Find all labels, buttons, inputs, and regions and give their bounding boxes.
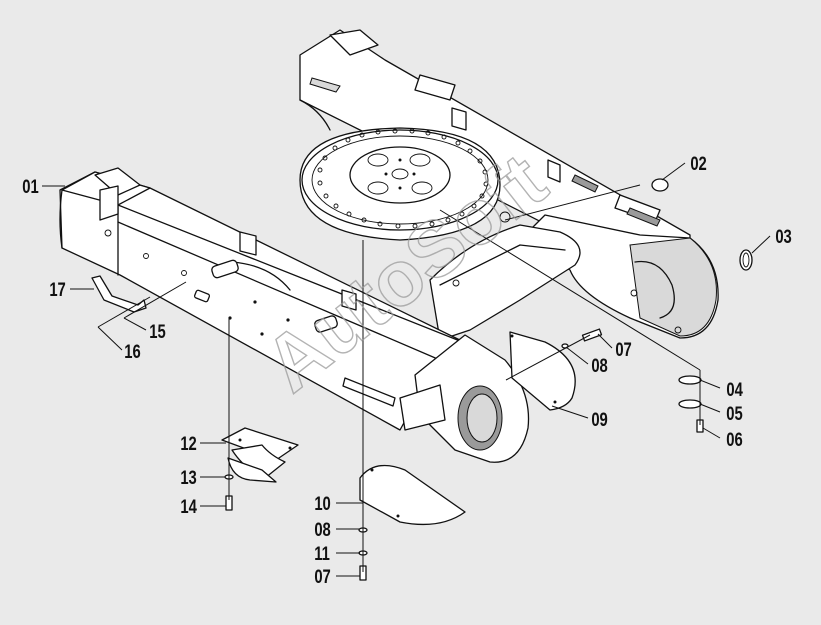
ring-bolt-holes xyxy=(317,128,489,229)
callout-12: 12 xyxy=(180,433,196,454)
callout-leaders xyxy=(42,162,771,577)
callout-14: 14 xyxy=(180,496,197,517)
part-10-cover-plate xyxy=(359,464,466,526)
callout-05: 05 xyxy=(726,403,742,424)
callout-13: 13 xyxy=(180,467,196,488)
callout-10: 10 xyxy=(314,493,330,514)
callout-06: 06 xyxy=(726,429,742,450)
rear-side-frame xyxy=(299,29,719,339)
callout-15: 15 xyxy=(149,321,165,342)
callout-17: 17 xyxy=(49,279,65,300)
slewing-ring xyxy=(299,127,501,241)
callout-labels: 01 02 03 04 05 06 07 08 09 10 08 11 07 1… xyxy=(22,153,791,587)
part-12-bracket xyxy=(221,427,299,483)
part-02-seal xyxy=(651,178,669,192)
front-side-frame xyxy=(59,167,530,463)
callout-04: 04 xyxy=(726,379,743,400)
callout-08-upper: 08 xyxy=(591,355,607,376)
callout-07-lower: 07 xyxy=(314,566,330,587)
part-02-seal-mounted xyxy=(499,211,511,223)
callout-01: 01 xyxy=(22,176,38,197)
part-04-part-05-shims xyxy=(678,375,702,409)
callout-08-lower: 08 xyxy=(314,519,330,540)
callout-02: 02 xyxy=(690,153,706,174)
front-arm xyxy=(429,224,581,341)
assembly-lines xyxy=(228,184,701,572)
callout-11: 11 xyxy=(314,543,330,564)
callout-16: 16 xyxy=(124,341,140,362)
callout-03: 03 xyxy=(775,226,791,247)
callout-07-upper: 07 xyxy=(615,339,631,360)
part-03-seal xyxy=(739,249,753,271)
callout-09: 09 xyxy=(591,409,607,430)
